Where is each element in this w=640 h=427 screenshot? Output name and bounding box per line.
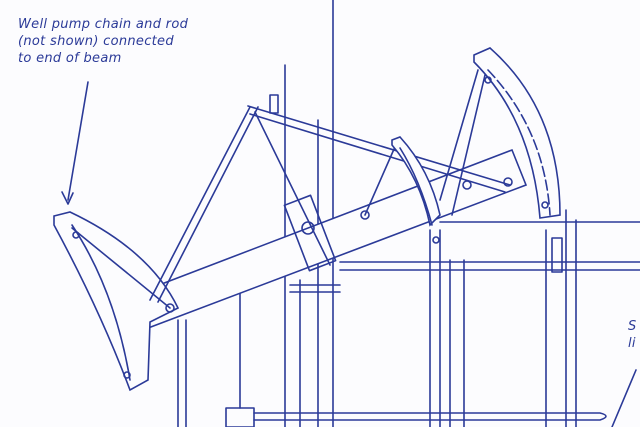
annotation-line: (not shown) connected	[18, 34, 174, 49]
annotation-line: to end of beam	[18, 51, 122, 66]
horse-head	[53, 211, 180, 392]
annotation-line: Well pump chain and rod	[18, 17, 189, 32]
callout-arrows	[61, 81, 637, 427]
annotation-right: S li	[628, 318, 637, 352]
annotation-line: S	[628, 319, 637, 334]
annotation-line: li	[628, 336, 636, 351]
counterweight	[391, 47, 563, 273]
rods	[149, 94, 511, 303]
frame	[177, 0, 640, 427]
annotation-left: Well pump chain and rod (not shown) conn…	[18, 16, 188, 67]
